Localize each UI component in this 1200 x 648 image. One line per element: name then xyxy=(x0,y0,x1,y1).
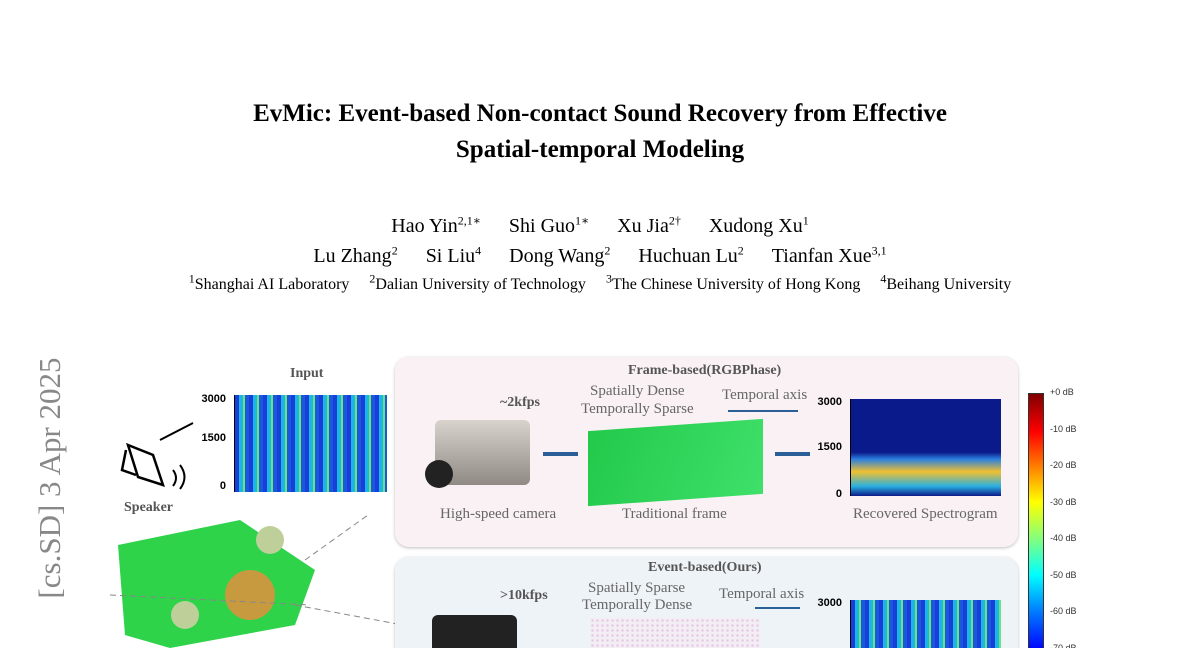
affiliation-mark: 4 xyxy=(880,272,887,286)
author-name: Dong Wang xyxy=(509,244,605,267)
author: Hao Yin2,1∗ xyxy=(391,213,481,237)
tick: 3000 xyxy=(201,393,226,405)
arxiv-stamp: [cs.SD] 3 Apr 2025 xyxy=(32,357,67,599)
event-camera-image xyxy=(432,615,517,648)
recovered-spectrogram-event xyxy=(850,600,1001,648)
author-name: Lu Zhang xyxy=(313,244,392,267)
arrow-icon xyxy=(775,452,810,456)
event-fps: >10kfps xyxy=(500,588,548,603)
authors-row-1: Hao Yin2,1∗ Shi Guo1∗ Xu Jia2† Xudong Xu1 xyxy=(0,213,1200,238)
author-affiliation-mark: 2 xyxy=(391,243,398,257)
speaker-icon xyxy=(120,422,194,490)
tick: 1500 xyxy=(817,441,842,453)
recovered-spectrogram-frame xyxy=(850,399,1001,496)
author-name: Shi Guo xyxy=(508,214,576,237)
colorbar-label: -30 dB xyxy=(1050,496,1077,507)
frame-label: Traditional frame xyxy=(622,506,727,522)
author-affiliation-mark: 1 xyxy=(802,213,809,227)
density-label-2: Temporally Dense xyxy=(582,597,693,613)
affiliation: 2Dalian University of Technology xyxy=(369,272,586,294)
affiliation: 3The Chinese University of Hong Kong xyxy=(606,272,861,294)
colorbar-label: +0 dB xyxy=(1050,387,1074,397)
colorbar-label: -20 dB xyxy=(1050,460,1077,470)
tick: 0 xyxy=(219,480,226,492)
colorbar xyxy=(1028,393,1044,648)
arrow-icon xyxy=(755,607,800,609)
author-affiliation-mark: 2 xyxy=(737,243,744,257)
author: Huchuan Lu2 xyxy=(638,243,744,267)
author-affiliation-mark: 3,1 xyxy=(871,243,887,257)
input-label: Input xyxy=(290,366,324,381)
affiliation: 1Shanghai AI Laboratory xyxy=(189,272,350,294)
tick: 0 xyxy=(835,488,842,500)
tick: 3000 xyxy=(817,396,842,408)
affiliation: 4Beihang University xyxy=(880,272,1012,294)
affiliation-name: Beihang University xyxy=(886,276,1012,294)
author-name: Tianfan Xue xyxy=(771,244,872,267)
affiliation-name: Shanghai AI Laboratory xyxy=(194,276,350,294)
author-name: Si Liu xyxy=(425,244,476,267)
author-affiliation-mark: 4 xyxy=(475,243,482,257)
event-panel-title: Event-based(Ours) xyxy=(648,560,762,575)
author-name: Xudong Xu xyxy=(708,214,803,237)
author: Xu Jia2† xyxy=(617,213,681,237)
author: Tianfan Xue3,1 xyxy=(771,243,887,267)
affiliation-mark: 1 xyxy=(188,272,195,286)
author-name: Xu Jia xyxy=(617,214,669,237)
arrow-icon xyxy=(543,452,578,456)
affiliation-mark: 2 xyxy=(369,272,376,286)
author-affiliation-mark: 1∗ xyxy=(575,213,590,227)
author: Xudong Xu1 xyxy=(708,213,809,237)
frame-fps: ~2kfps xyxy=(500,395,540,410)
author-name: Hao Yin xyxy=(391,214,458,237)
colorbar-label: -70 dB xyxy=(1050,642,1077,648)
frame-panel-title: Frame-based(RGBPhase) xyxy=(628,363,782,378)
author-affiliation-mark: 2,1∗ xyxy=(457,213,481,227)
colorbar-label: -60 dB xyxy=(1050,606,1077,616)
arrow-icon xyxy=(728,410,798,412)
affiliation-mark: 3 xyxy=(605,272,612,286)
temporal-axis-label: Temporal axis xyxy=(722,387,808,403)
density-label-2: Temporally Sparse xyxy=(581,401,694,417)
colorbar-label: -50 dB xyxy=(1050,569,1077,580)
paper-title-line1: EvMic: Event-based Non-contact Sound Rec… xyxy=(253,100,947,127)
author: Dong Wang2 xyxy=(509,243,611,267)
camera-label: High-speed camera xyxy=(440,506,557,522)
author: Lu Zhang2 xyxy=(313,243,398,267)
event-stream-image xyxy=(590,618,760,648)
tick: 3000 xyxy=(817,597,842,609)
density-label: Spatially Sparse xyxy=(588,580,686,596)
output-label: Recovered Spectrogram xyxy=(853,506,998,522)
author-affiliation-mark: 2 xyxy=(604,243,611,257)
author-name: Huchuan Lu xyxy=(638,244,738,267)
affiliation-name: The Chinese University of Hong Kong xyxy=(611,276,861,294)
vibrating-bag-image xyxy=(110,515,400,648)
affiliations: 1Shanghai AI Laboratory 2Dalian Universit… xyxy=(0,272,1200,294)
speaker-label: Speaker xyxy=(124,500,173,515)
tick: 1500 xyxy=(201,432,226,444)
density-label: Spatially Dense xyxy=(590,383,685,399)
colorbar-label: -10 dB xyxy=(1050,423,1077,434)
paper-title-line2: Spatial-temporal Modeling xyxy=(455,136,745,163)
traditional-frames-image xyxy=(588,418,763,507)
affiliation-name: Dalian University of Technology xyxy=(375,276,586,294)
author-affiliation-mark: 2† xyxy=(668,213,681,227)
camera-lens xyxy=(425,460,453,488)
author: Si Liu4 xyxy=(425,243,482,267)
input-spectrogram xyxy=(234,395,387,492)
colorbar-label: -40 dB xyxy=(1050,533,1077,543)
temporal-axis-label: Temporal axis xyxy=(719,586,805,602)
author: Shi Guo1∗ xyxy=(508,213,590,237)
